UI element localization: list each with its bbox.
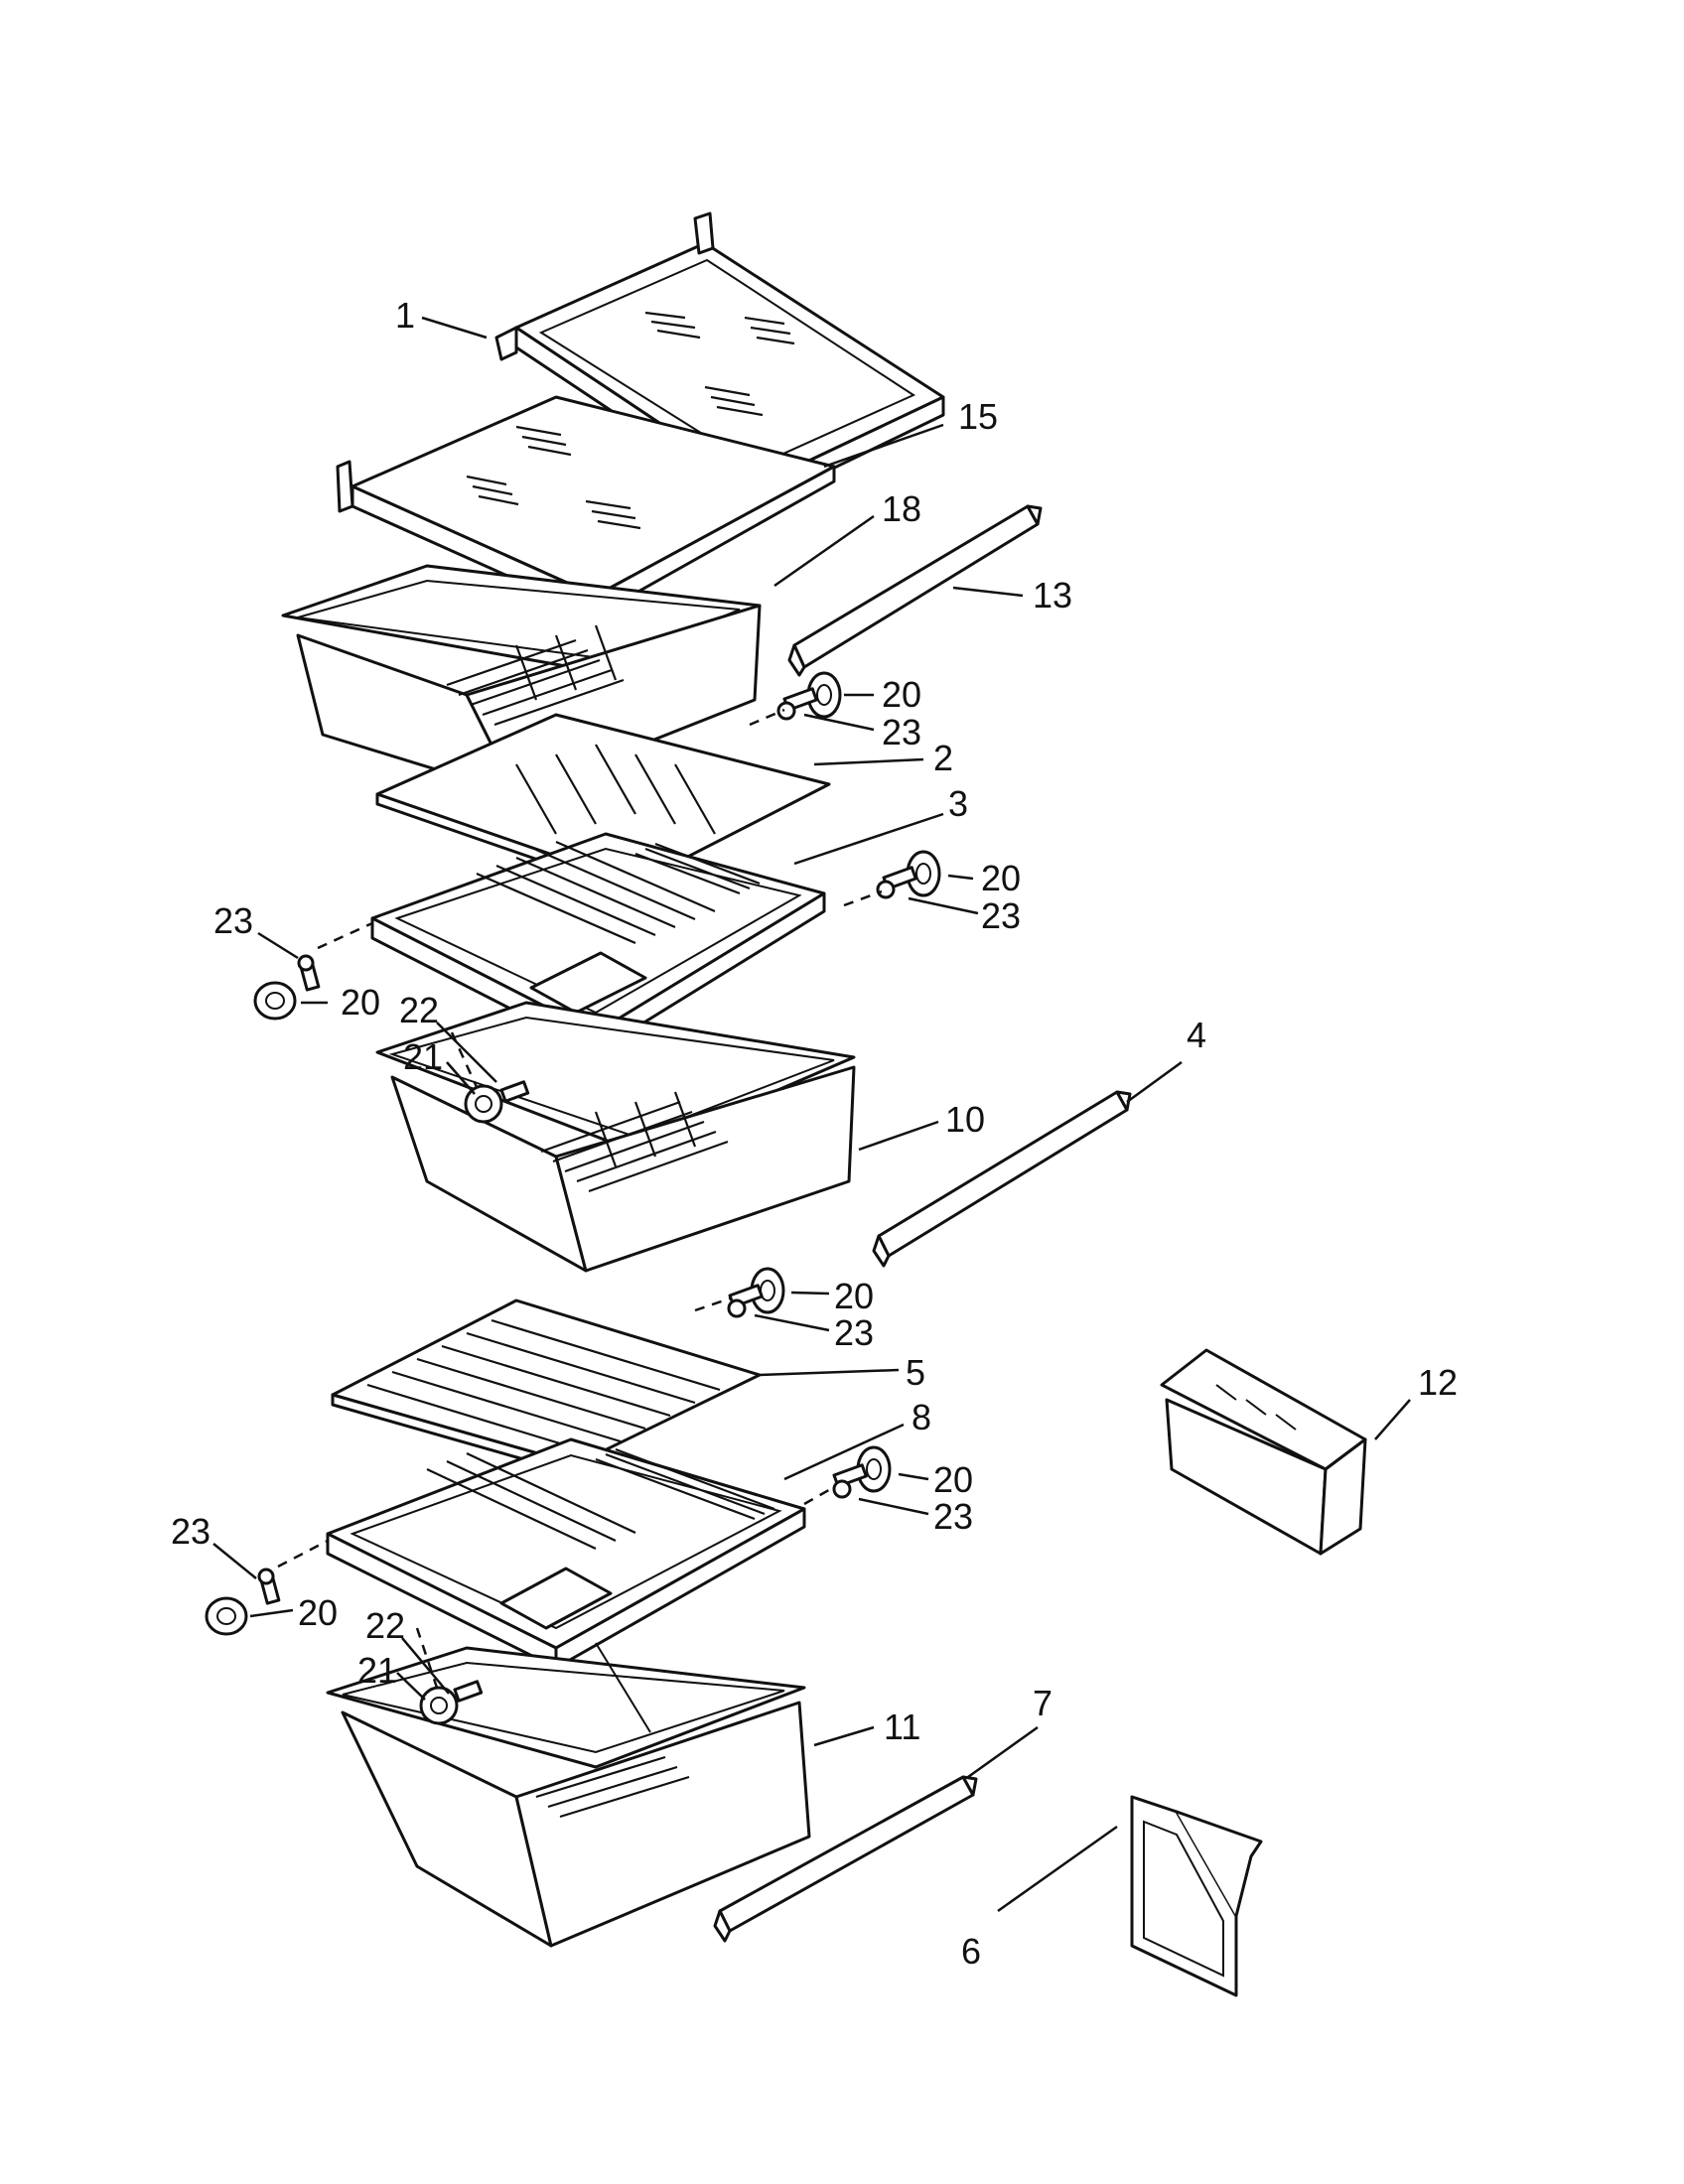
callout-21a: 21: [403, 1036, 443, 1077]
callout-10: 10: [945, 1099, 985, 1140]
callout-12: 12: [1418, 1362, 1458, 1403]
screw-23f: [257, 1568, 281, 1605]
part-4-trim-strip: [872, 1090, 1132, 1268]
part-13-trim-strip: [787, 504, 1043, 677]
callout-20a: 20: [882, 674, 921, 715]
callout-2: 2: [933, 738, 953, 778]
callout-15: 15: [958, 396, 998, 437]
callout-20c: 20: [341, 982, 380, 1023]
roller-21a: [464, 1084, 503, 1124]
callout-4: 4: [1187, 1015, 1206, 1055]
callout-23a: 23: [882, 712, 921, 752]
callout-6: 6: [961, 1931, 981, 1972]
callout-22b: 22: [365, 1605, 405, 1646]
callout-20f: 20: [298, 1592, 338, 1633]
callout-20d: 20: [834, 1276, 874, 1316]
callout-1: 1: [395, 295, 415, 336]
screw-23b: [876, 866, 917, 899]
screw-23d: [727, 1284, 764, 1318]
callout-8: 8: [912, 1397, 931, 1437]
screw-23a: [776, 687, 818, 721]
callout-22a: 22: [399, 990, 439, 1030]
part-7-trim-strip: [713, 1775, 978, 1943]
callout-23c: 23: [213, 900, 253, 941]
part-5-glass-insert: [331, 1298, 762, 1476]
callout-13: 13: [1033, 575, 1072, 615]
roller-20f: [205, 1596, 248, 1636]
part-12-bin: [1160, 1348, 1367, 1556]
screw-22b: [453, 1680, 484, 1703]
screw-22a: [499, 1080, 530, 1103]
callout-7: 7: [1033, 1683, 1052, 1723]
part-6-cover: [1130, 1795, 1263, 1997]
callout-20e: 20: [933, 1459, 973, 1500]
roller-21b: [419, 1686, 459, 1725]
callout-5: 5: [906, 1352, 925, 1393]
callout-23d: 23: [834, 1312, 874, 1353]
callout-3: 3: [948, 783, 968, 824]
callout-23e: 23: [933, 1496, 973, 1537]
part-11-crisper-drawer: [326, 1642, 811, 1948]
screw-23e: [832, 1463, 868, 1499]
assembly-lines: [277, 708, 883, 1689]
roller-20c: [253, 981, 297, 1021]
hardware: [205, 671, 941, 1725]
callout-11: 11: [884, 1706, 920, 1747]
leader-lines: [212, 316, 1411, 1913]
callout-numbers: 1 15 18 13 20 23 2 3 20 23 23 20 22 21 4…: [171, 295, 1458, 1972]
callout-23f: 23: [171, 1511, 210, 1552]
part-8-drawer-frame: [326, 1437, 806, 1670]
callout-20b: 20: [981, 858, 1021, 898]
callout-21b: 21: [357, 1650, 397, 1691]
screw-23c: [297, 954, 321, 992]
part-10-crisper-drawer: [375, 1001, 856, 1273]
callout-23b: 23: [981, 895, 1021, 936]
callout-18: 18: [882, 488, 921, 529]
